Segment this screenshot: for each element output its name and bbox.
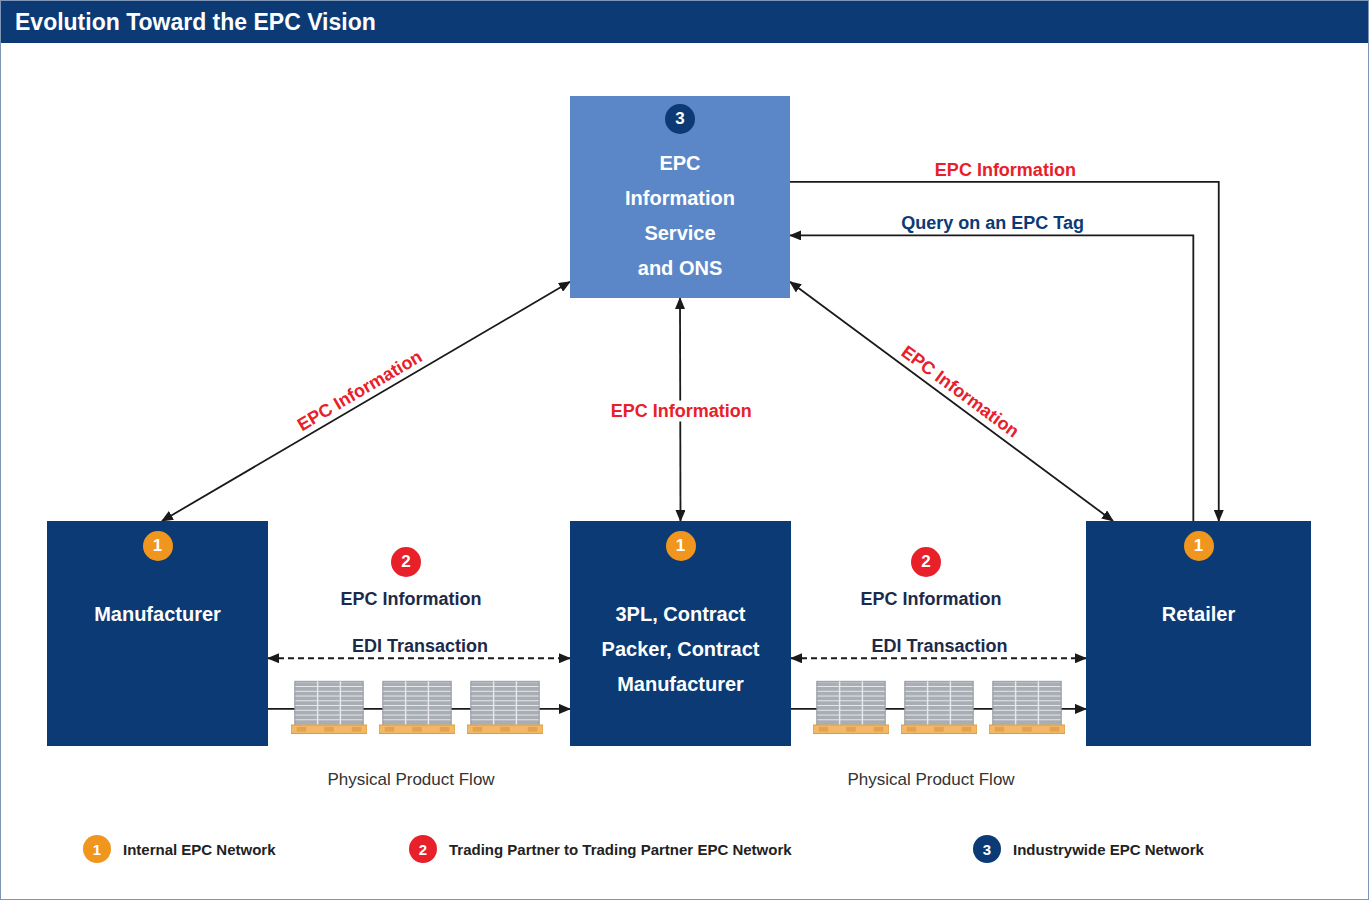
legend-item: 2 Trading Partner to Trading Partner EPC … xyxy=(409,835,792,863)
callout-number: 2 xyxy=(391,547,421,577)
connector-label: Query on an EPC Tag xyxy=(897,213,1088,234)
node-label: 3PL, Contract Packer, Contract Manufactu… xyxy=(585,597,777,702)
pallet xyxy=(379,681,455,733)
pallet xyxy=(901,681,977,733)
pallet xyxy=(813,681,889,733)
channel-label: EPC Information xyxy=(340,589,481,610)
callout-number: 3 xyxy=(665,104,695,134)
process-box: 1 3PL, Contract Packer, Contract Manufact… xyxy=(570,521,791,746)
node-label: EPC Information Service and ONS xyxy=(624,146,736,286)
connector-label: EPC Information xyxy=(931,159,1080,180)
legend-swatch: 3 xyxy=(973,835,1001,863)
flow-label: Physical Product Flow xyxy=(847,770,1014,790)
connector-label: EDI Transaction xyxy=(867,636,1011,657)
callout-number: 1 xyxy=(143,531,173,561)
channel-label: EPC Information xyxy=(860,589,1001,610)
callout-number: 1 xyxy=(666,531,696,561)
callout-number: 2 xyxy=(911,547,941,577)
process-box: 1Retailer xyxy=(1086,521,1311,746)
info-link xyxy=(162,282,570,521)
legend-swatch: 2 xyxy=(409,835,437,863)
callout-number: 1 xyxy=(1184,531,1214,561)
pallet xyxy=(989,681,1065,733)
legend-label: Trading Partner to Trading Partner EPC N… xyxy=(449,841,792,858)
legend-label: Industrywide EPC Network xyxy=(1013,841,1204,858)
legend-number: 1 xyxy=(93,841,101,858)
connector-label: EPC Information xyxy=(291,344,430,437)
connector-label: EDI Transaction xyxy=(348,636,492,657)
flow-label: Physical Product Flow xyxy=(327,770,494,790)
legend-item: 3 Industrywide EPC Network xyxy=(973,835,1204,863)
pallet xyxy=(467,681,543,733)
node-label: Retailer xyxy=(1162,597,1235,632)
figure-title: Evolution Toward the EPC Vision xyxy=(1,1,376,43)
process-box: 1Manufacturer xyxy=(47,521,268,746)
legend-item: 1 Internal EPC Network xyxy=(83,835,276,863)
legend-swatch: 1 xyxy=(83,835,111,863)
header-bar: Evolution Toward the EPC Vision xyxy=(1,1,1368,43)
pallet xyxy=(291,681,367,733)
edi-link xyxy=(268,657,570,659)
legend-number: 3 xyxy=(983,841,991,858)
info-link xyxy=(790,282,1113,521)
legend-number: 2 xyxy=(419,841,427,858)
connector-label: EPC Information xyxy=(607,400,756,421)
service-box: 3EPC Information Service and ONS xyxy=(570,96,790,298)
legend-label: Internal EPC Network xyxy=(123,841,276,858)
edi-link xyxy=(791,657,1086,659)
query-link xyxy=(790,235,1193,521)
node-label: Manufacturer xyxy=(94,597,221,632)
connector-label: EPC Information xyxy=(894,339,1026,445)
info-link xyxy=(790,182,1219,521)
